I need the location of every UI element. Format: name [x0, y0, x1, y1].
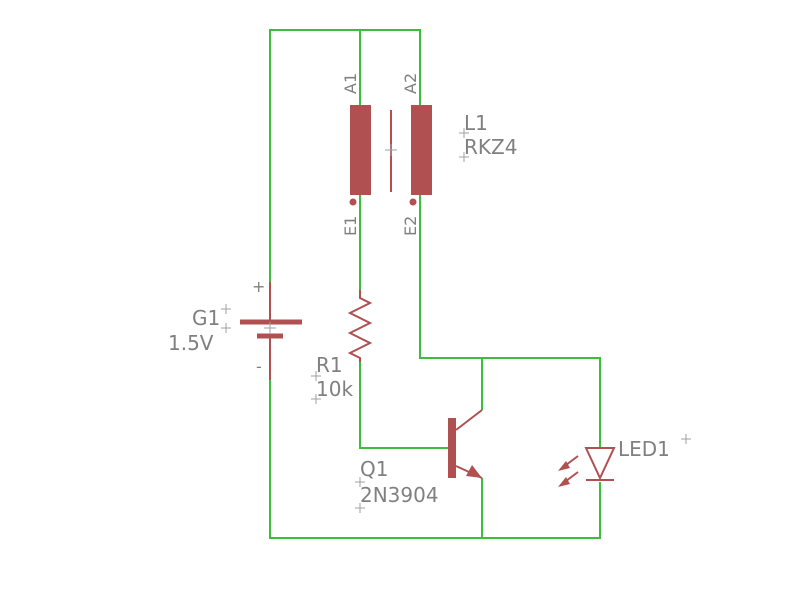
coil-pin-a2: A2 — [401, 73, 420, 94]
wires — [269, 29, 601, 539]
transistor-q1[interactable]: Q1 2N3904 — [355, 409, 483, 513]
transistor-emitter-arrow — [466, 465, 482, 478]
transistor-base-bar — [448, 418, 456, 478]
transistor-value: 2N3904 — [360, 483, 439, 507]
resistor-ref: R1 — [316, 353, 343, 377]
coil-winding-left — [350, 105, 371, 195]
coil-dot-e1 — [349, 198, 357, 206]
battery-value: 1.5V — [168, 331, 214, 355]
wire-e2-to-collector — [419, 195, 601, 448]
coil-pin-e2: E2 — [401, 216, 420, 236]
coil-value: RKZ4 — [464, 135, 517, 159]
resistor-r1[interactable]: R1 10k — [311, 290, 373, 404]
led-light-arrow-2 — [558, 477, 570, 487]
wire-r1-to-base — [359, 360, 448, 449]
resistor-value: 10k — [316, 377, 353, 401]
coil-pin-e1: E1 — [341, 216, 360, 236]
wire-bottom-loop — [269, 380, 601, 539]
led-light-arrow-1 — [558, 461, 570, 471]
coil-winding-right — [411, 105, 432, 195]
battery-ref: G1 — [192, 306, 220, 330]
coil-pin-a1: A1 — [341, 73, 360, 94]
wire-top-loop — [269, 29, 421, 282]
coil-ref: L1 — [464, 111, 488, 135]
battery-g1[interactable]: + - G1 1.5V — [168, 277, 302, 380]
led-ref: LED1 — [618, 437, 670, 461]
coil-dot-e2 — [409, 198, 417, 206]
resistor-zigzag — [347, 290, 373, 362]
battery-plus-sign: + — [252, 277, 265, 296]
coil-l1[interactable]: A1 A2 E1 E2 L1 RKZ4 — [341, 73, 517, 236]
led-triangle — [584, 447, 616, 481]
battery-minus-sign: - — [256, 357, 262, 376]
led-led1[interactable]: LED1 — [558, 434, 691, 487]
transistor-ref: Q1 — [360, 457, 388, 481]
transistor-collector-lead — [455, 409, 483, 431]
